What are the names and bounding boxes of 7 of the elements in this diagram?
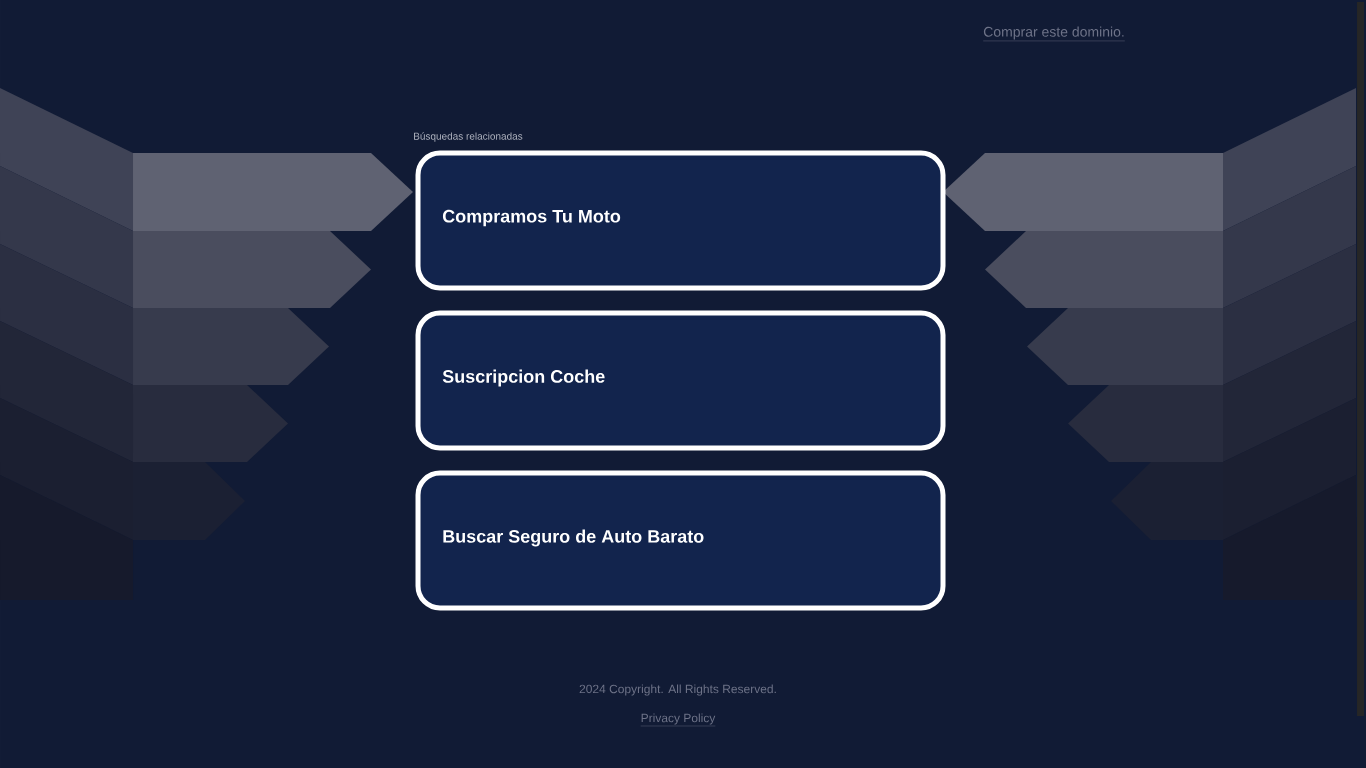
search-result-button: Compramos Tu Moto (415, 150, 946, 291)
text-label: Búsquedas relacionadas (414, 132, 523, 142)
link: Privacy Policy (640, 713, 716, 727)
link: Comprar este dominio. (983, 26, 1125, 42)
search-result-button: Buscar Seguro de Auto Barato (415, 470, 946, 611)
text-label: 2024 Copyright. All Rights Reserved. (579, 684, 776, 696)
search-result-button: Suscripcion Coche (415, 310, 946, 451)
